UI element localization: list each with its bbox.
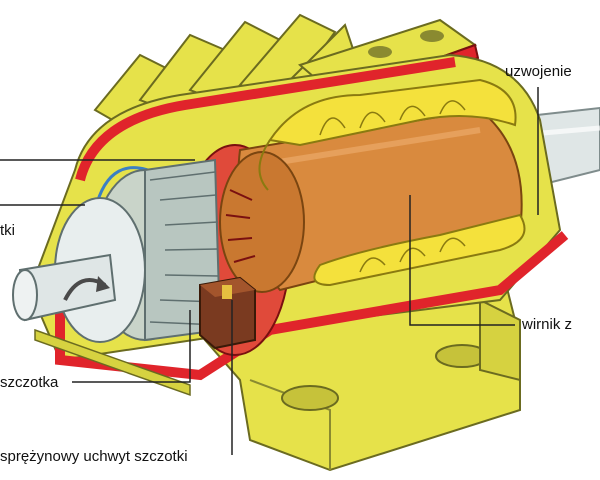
label-brush-holder: sprężynowy uchwyt szczotki <box>0 448 188 465</box>
label-left-top: tki <box>0 222 15 239</box>
field-winding <box>258 78 526 287</box>
label-winding: uzwojenie <box>505 63 572 80</box>
label-rotor: wirnik z <box>522 316 573 333</box>
leader-lines <box>0 87 539 455</box>
label-brush: szczotka <box>0 374 59 391</box>
brush <box>199 276 256 350</box>
shaft-left <box>12 253 117 322</box>
